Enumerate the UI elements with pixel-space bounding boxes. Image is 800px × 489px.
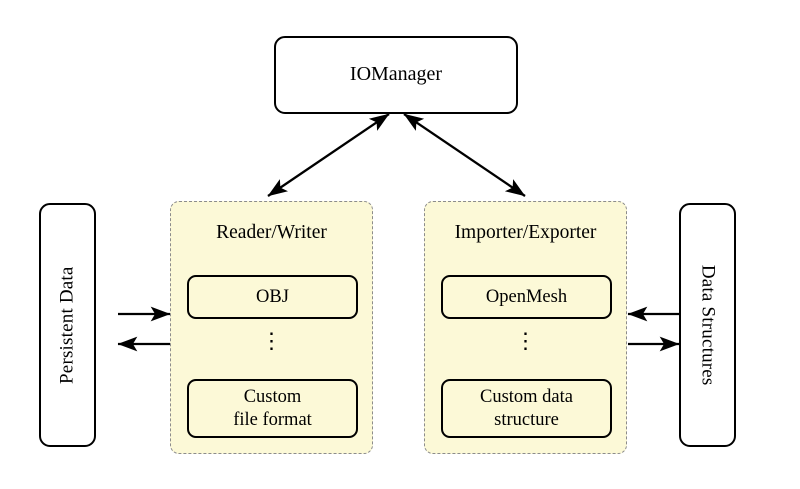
persistent-data-label: Persistent Data [56, 266, 78, 384]
arrow-manager-importer [403, 113, 526, 197]
item-custom-file-format-label: Custom file format [233, 387, 312, 430]
item-obj-label: OBJ [256, 286, 289, 307]
ellipsis-reader-writer: ⋮ [260, 328, 283, 353]
io-manager-label: IOManager [349, 63, 443, 86]
io-manager-box[interactable]: IOManager [274, 36, 518, 114]
group-importer-exporter-title: Importer/Exporter [454, 222, 597, 243]
item-custom-data-structure-label: Custom data structure [479, 387, 573, 430]
data-structures-label: Data Structures [697, 264, 719, 386]
group-importer-exporter[interactable]: Importer/Exporter OpenMesh ⋮ Custom data… [424, 201, 627, 454]
item-custom-file-format[interactable]: Custom file format [187, 379, 358, 438]
item-custom-data-structure[interactable]: Custom data structure [441, 379, 612, 438]
item-obj[interactable]: OBJ [187, 275, 358, 319]
item-openmesh[interactable]: OpenMesh [441, 275, 612, 319]
data-structures-box[interactable]: Data Structures [679, 203, 736, 447]
persistent-data-box[interactable]: Persistent Data [39, 203, 96, 447]
ellipsis-importer-exporter: ⋮ [514, 328, 537, 353]
item-openmesh-label: OpenMesh [485, 286, 568, 307]
group-reader-writer[interactable]: Reader/Writer OBJ ⋮ Custom file format [170, 201, 373, 454]
arrow-manager-reader [267, 113, 390, 197]
group-reader-writer-title: Reader/Writer [216, 222, 327, 243]
